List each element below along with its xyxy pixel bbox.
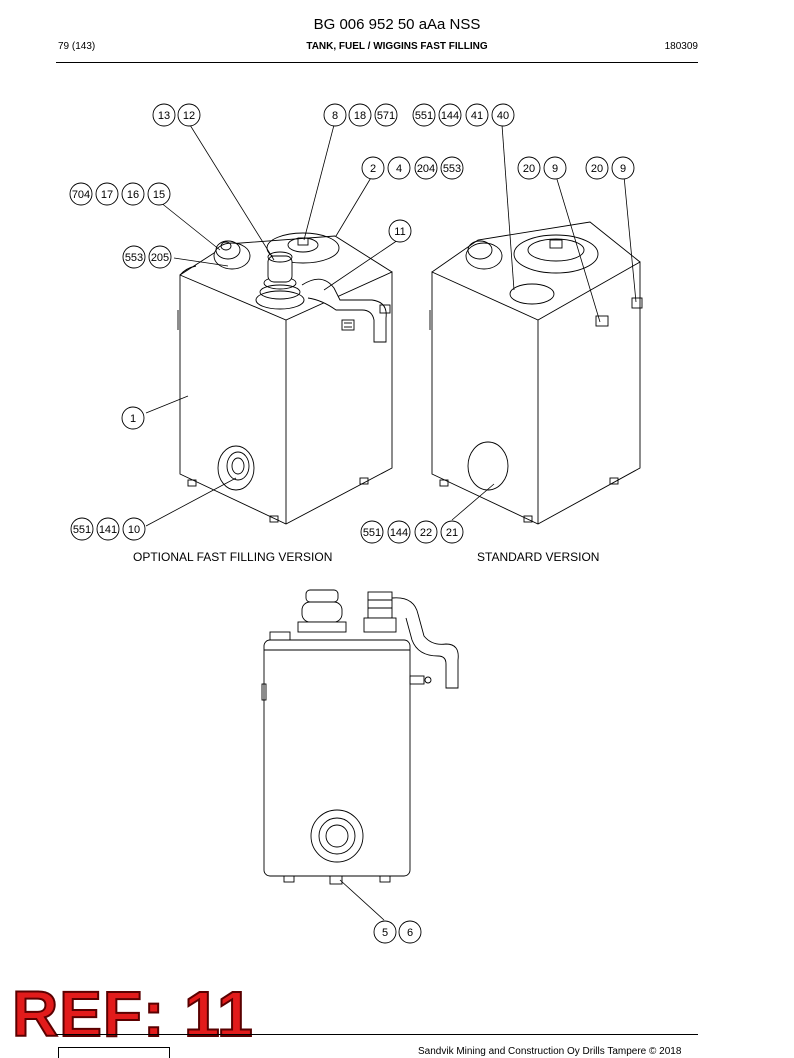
callout-label: 553 [125,252,143,264]
callout-label: 13 [158,110,170,122]
callout-label: 16 [127,189,139,201]
callout-label: 8 [332,110,338,122]
callout-label: 704 [72,189,90,201]
ref-stamp: REF: 11 [11,978,254,1050]
callout-label: 144 [390,527,408,539]
callout-label: 10 [128,524,140,536]
caption-standard-version: STANDARD VERSION [477,550,600,564]
callouts: 13 12 8 18 571 551 144 41 40 2 4 204 553… [69,103,635,944]
tank-front-view [261,589,459,885]
callout-group-551-141-10: 551 141 10 [70,517,146,541]
tank-optional-fast-filling [177,232,393,525]
header-rule [56,62,698,63]
callout-label: 5 [382,927,388,939]
page-number: 79 (143) [58,41,96,52]
callout-group-553-205: 553 205 [122,245,172,269]
callout-label: 551 [363,527,381,539]
callout-label: 204 [417,163,435,175]
callout-label: 571 [377,110,395,122]
callout-group-13-12: 13 12 [152,103,201,127]
document-title: BG 006 952 50 aAa NSS [313,16,481,33]
callout-label: 141 [99,524,117,536]
callout-label: 205 [151,252,169,264]
section-title: TANK, FUEL / WIGGINS FAST FILLING [306,41,488,52]
callout-label: 17 [101,189,113,201]
callout-group-551-144-22-21: 551 144 22 21 [360,520,464,544]
callout-group-8-18-571: 8 18 571 [323,103,398,127]
callout-label: 12 [183,110,195,122]
callout-label: 15 [153,189,165,201]
callout-label: 9 [620,163,626,175]
callout-label: 1 [130,413,136,425]
callout-label: 553 [443,163,461,175]
callout-group-20-9-a: 20 9 [517,156,567,180]
caption-optional-version: OPTIONAL FAST FILLING VERSION [133,550,333,564]
callout-group-11: 11 [388,219,412,243]
callout-group-704-17-16-15: 704 17 16 15 [69,182,171,206]
callout-label: 20 [523,163,535,175]
callout-label: 551 [415,110,433,122]
footer-rule [56,1034,698,1035]
callout-group-551-144-41-40: 551 144 41 40 [412,103,515,127]
callout-label: 40 [497,110,509,122]
footer-copyright: Sandvik Mining and Construction Oy Drill… [418,1046,682,1057]
callout-label: 18 [354,110,366,122]
callout-label: 9 [552,163,558,175]
callout-label: 11 [394,226,405,238]
callout-label: 41 [471,110,483,122]
callout-label: 4 [396,163,402,175]
callout-label: 144 [441,110,459,122]
callout-label: 6 [407,927,413,939]
callout-group-2-4-204-553: 2 4 204 553 [361,156,464,180]
callout-label: 551 [73,524,91,536]
leader-lines [145,124,637,921]
tank-standard [429,221,643,525]
callout-group-20-9-b: 20 9 [585,156,635,180]
callout-group-5-6: 5 6 [373,920,422,944]
callout-label: 21 [446,527,458,539]
callout-label: 2 [370,163,376,175]
callout-label: 20 [591,163,603,175]
document-code: 180309 [664,41,698,52]
callout-label: 22 [420,527,432,539]
callout-group-1: 1 [121,406,145,430]
